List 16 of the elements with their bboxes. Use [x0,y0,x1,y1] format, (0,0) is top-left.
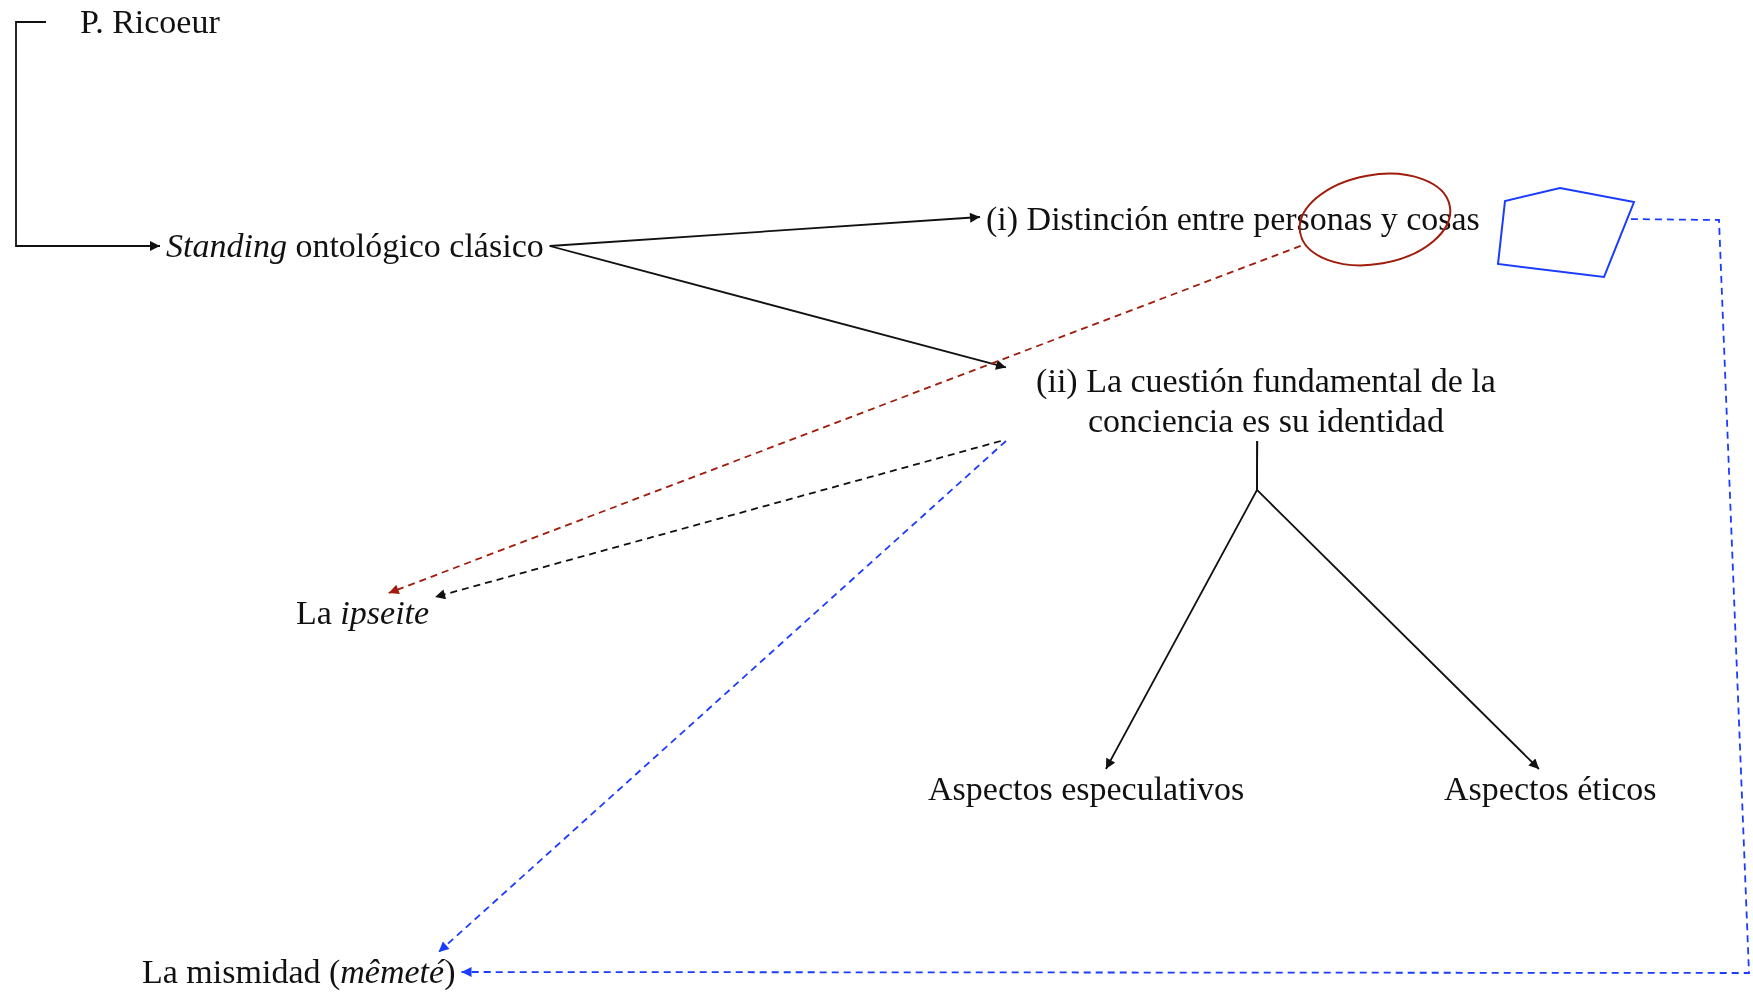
text-label: (ii) La cuestión fundamental de la conciencia es su identidad [1006,361,1526,441]
dashed-arrow [437,440,1007,953]
text-label: P. Ricoeur [46,2,224,42]
arrow [15,21,161,251]
arrow [548,212,981,247]
text-label: Standing ontológico clásico [160,226,550,266]
text-label: La ipseite [290,593,436,633]
text-label: La mismidad (mêmeté) [136,952,462,992]
dashed-arrow [460,218,1750,977]
text-label: Aspectos especulativos [922,769,1251,809]
arrow [1256,440,1540,770]
text-label: Aspectos éticos [1438,769,1663,809]
dashed-arrow [387,244,1302,595]
pentagon-mark [1497,186,1635,278]
dashed-arrow [434,440,1002,600]
arrow [548,245,1007,370]
